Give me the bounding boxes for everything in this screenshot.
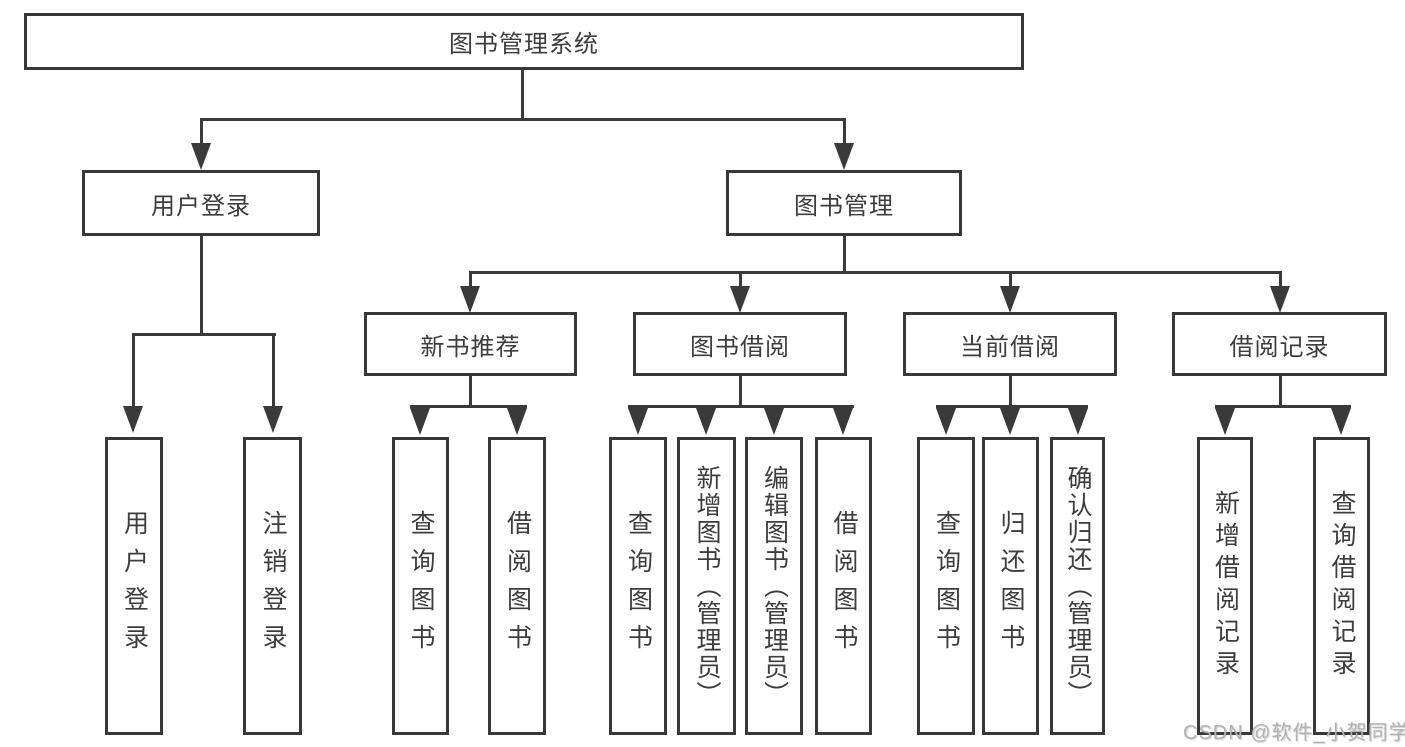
arrowhead-records-icon — [1270, 286, 1290, 313]
conn-borrowing-stub — [739, 376, 742, 407]
node-add-borrow-record-label: 新增借阅记录 — [1211, 490, 1240, 682]
arrowhead-current-child1-icon — [936, 408, 956, 435]
node-library-system-label: 图书管理系统 — [449, 31, 599, 58]
arrowhead-logout-icon — [263, 406, 283, 433]
node-user-login-label: 用户登录 — [151, 192, 251, 220]
node-new-book-recommend-label: 新书推荐 — [420, 333, 521, 361]
node-borrowing-records-label: 借阅记录 — [1229, 333, 1330, 361]
conn-current-bar — [936, 405, 1088, 408]
arrowhead-newbook-icon — [460, 286, 480, 313]
conn-level2-bar — [200, 118, 846, 121]
arrowhead-current-child3-icon — [1068, 408, 1088, 435]
node-logout-label: 注销登录 — [259, 510, 287, 662]
node-edit-books-admin: 编辑图书（管理员） — [745, 437, 803, 735]
conn-records-stub — [1279, 376, 1282, 407]
node-return-books-label: 归还图书 — [997, 510, 1025, 662]
node-edit-books-admin-label: 编辑图书（管理员） — [760, 464, 789, 708]
node-borrow-books-2: 借阅图书 — [815, 437, 872, 735]
node-query-books-1: 查询图书 — [392, 437, 449, 735]
node-current-borrowing-label: 当前借阅 — [960, 333, 1060, 361]
node-book-management: 图书管理 — [726, 170, 962, 236]
node-current-borrowing: 当前借阅 — [903, 312, 1117, 376]
arrowhead-borrowing-child1-icon — [628, 408, 648, 435]
node-query-books-1-label: 查询图书 — [407, 510, 435, 662]
conn-records-shaft — [1279, 271, 1282, 289]
node-query-books-3: 查询图书 — [917, 437, 975, 735]
arrowhead-current-icon — [1000, 286, 1020, 313]
node-borrow-books-1: 借阅图书 — [488, 437, 546, 735]
watermark-text: CSDN @软件_小贺同学 — [1183, 722, 1405, 744]
node-library-system: 图书管理系统 — [24, 13, 1024, 70]
conn-level3-bar — [469, 271, 1282, 274]
arrowhead-records-child1-icon — [1215, 408, 1235, 435]
conn-bookmgmt-stub — [843, 236, 846, 273]
conn-borrowing-shaft — [739, 271, 742, 289]
node-query-borrow-record-label: 查询借阅记录 — [1328, 490, 1356, 682]
node-query-books-3-label: 查询图书 — [932, 510, 961, 662]
node-book-borrowing-label: 图书借阅 — [690, 333, 790, 361]
node-borrow-books-1-label: 借阅图书 — [503, 510, 532, 662]
conn-newbook-bar — [410, 405, 527, 408]
arrowhead-newbook-child2-icon — [507, 408, 527, 435]
node-new-book-recommend: 新书推荐 — [364, 312, 577, 376]
node-confirm-return-admin-label: 确认归还（管理员） — [1064, 464, 1092, 708]
node-add-borrow-record: 新增借阅记录 — [1197, 437, 1253, 735]
node-borrow-books-2-label: 借阅图书 — [830, 510, 858, 662]
node-book-borrowing: 图书借阅 — [633, 312, 847, 376]
node-borrowing-records: 借阅记录 — [1172, 312, 1387, 376]
conn-root-stub — [521, 70, 524, 120]
node-confirm-return-admin: 确认归还（管理员） — [1050, 437, 1105, 735]
conn-borrowing-bar — [628, 405, 854, 408]
conn-userlogin-bar — [132, 333, 276, 336]
node-add-books-admin-label: 新增图书（管理员） — [693, 464, 721, 708]
conn-current-shaft — [1009, 271, 1012, 289]
conn-bookmgmt-shaft — [843, 118, 846, 146]
arrowhead-newbook-child1-icon — [410, 408, 430, 435]
node-book-management-label: 图书管理 — [794, 192, 894, 220]
arrowhead-borrowing-child3-icon — [764, 408, 784, 435]
node-logout: 注销登录 — [243, 437, 302, 735]
conn-login-leaf-shaft — [132, 333, 135, 407]
conn-newbook-shaft — [469, 271, 472, 289]
conn-userlogin-stub — [200, 236, 203, 335]
conn-userlogin-shaft — [200, 118, 203, 146]
node-query-books-2: 查询图书 — [609, 437, 667, 735]
arrowhead-borrowing-child4-icon — [833, 408, 853, 435]
arrowhead-borrowing-child2-icon — [696, 408, 716, 435]
arrowhead-login-leaf-icon — [123, 406, 143, 433]
arrowhead-current-child2-icon — [1000, 408, 1020, 435]
node-query-books-2-label: 查询图书 — [624, 510, 653, 662]
conn-logout-shaft — [272, 333, 275, 407]
conn-newbook-stub — [469, 376, 472, 407]
conn-current-stub — [1009, 376, 1012, 407]
node-query-borrow-record: 查询借阅记录 — [1313, 437, 1370, 735]
node-user-login-leaf-label: 用户登录 — [120, 510, 149, 662]
arrowhead-records-child2-icon — [1331, 408, 1351, 435]
node-user-login-leaf: 用户登录 — [105, 437, 163, 735]
arrowhead-userlogin-icon — [191, 143, 211, 170]
arrowhead-borrowing-icon — [730, 286, 750, 313]
node-user-login: 用户登录 — [82, 170, 320, 236]
node-return-books: 归还图书 — [982, 437, 1039, 735]
node-add-books-admin: 新增图书（管理员） — [677, 437, 736, 735]
arrowhead-bookmgmt-icon — [834, 143, 854, 170]
conn-records-bar — [1215, 405, 1351, 408]
